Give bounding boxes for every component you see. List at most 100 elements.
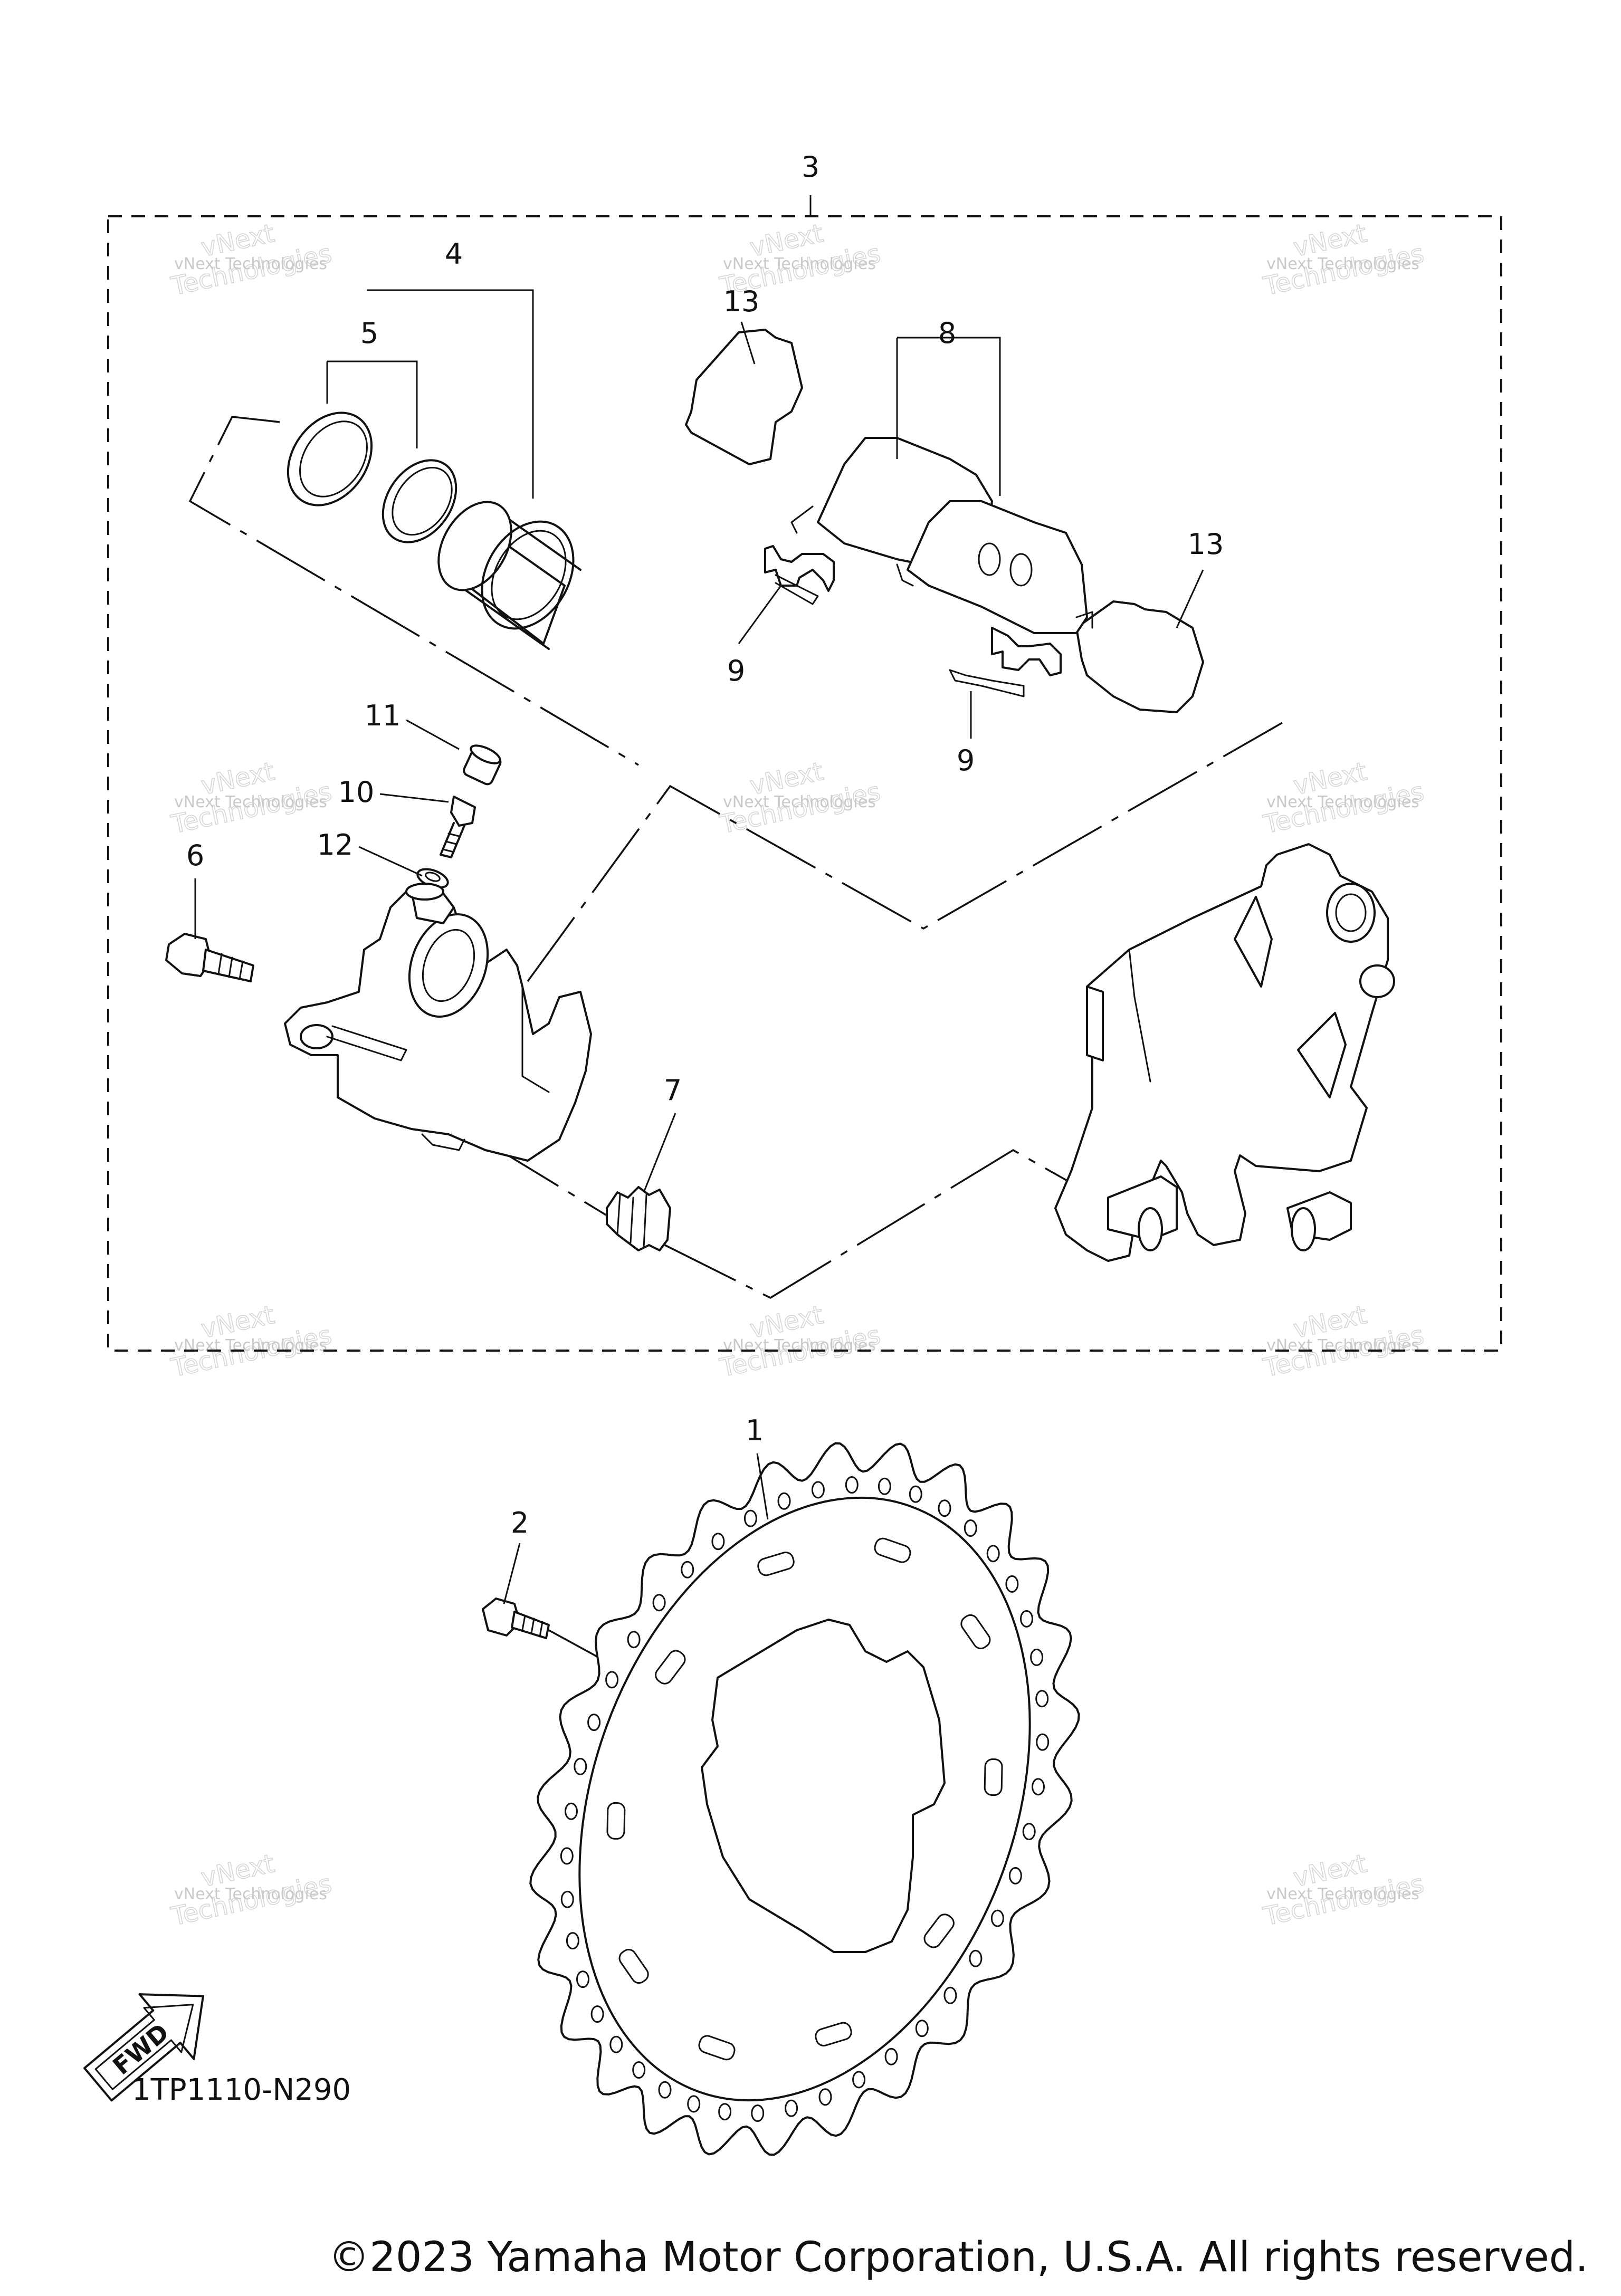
watermark-text: vNext Technologies <box>1266 255 1419 273</box>
bolt-part <box>165 933 254 982</box>
disc-hole <box>1020 1610 1033 1628</box>
disc-hole <box>687 2095 701 2113</box>
disc-hole <box>811 1481 825 1499</box>
disc-hole <box>943 1986 957 2004</box>
callout-4: 4 <box>445 237 463 271</box>
watermark-text: vNext Technologies <box>1266 1885 1419 1903</box>
disc-hole <box>878 1477 891 1495</box>
callout-6: 6 <box>186 839 204 872</box>
callout-1: 1 <box>746 1414 764 1447</box>
disc-hole <box>609 2035 623 2053</box>
disc-hole <box>990 1909 1004 1927</box>
disc-slot <box>984 1758 1003 1796</box>
callout-8: 8 <box>938 317 956 350</box>
disc-hole <box>1032 1778 1045 1796</box>
disc-slot <box>960 1614 991 1650</box>
disc-hole <box>587 1714 601 1731</box>
leader-lines <box>194 289 1204 1604</box>
callout-2: 2 <box>511 1506 529 1539</box>
disc-hole <box>560 1847 574 1865</box>
disc-hole <box>915 2020 929 2037</box>
disc-hole <box>938 1499 951 1517</box>
watermark-text: vNext Technologies <box>174 1885 327 1903</box>
disc-hole <box>566 1932 579 1950</box>
caliper-body <box>284 883 592 1162</box>
watermark-text: vNext Technologies <box>174 1336 327 1355</box>
bleed-screw-part <box>440 796 476 858</box>
disc-hole <box>909 1485 922 1503</box>
disc-hole <box>560 1890 574 1908</box>
disc-hole <box>1005 1575 1019 1593</box>
boot-part <box>606 1186 671 1251</box>
piston-seal-part <box>287 412 457 543</box>
disc-hole <box>1030 1648 1044 1666</box>
callout-7: 7 <box>664 1074 682 1107</box>
disc-hole <box>852 2071 866 2089</box>
callout-5: 5 <box>360 317 378 350</box>
disc-slot <box>874 1537 911 1563</box>
callout-3: 3 <box>802 150 819 184</box>
diagram-code: 1TP1110-N290 <box>132 2073 351 2107</box>
callout-13-top: 13 <box>723 285 760 318</box>
disc-hole <box>605 1671 619 1689</box>
watermark-text: vNext Technologies <box>174 793 327 811</box>
disc-slot <box>757 1552 795 1576</box>
caliper-assembly-frame <box>107 215 1502 1352</box>
disc-hole <box>711 1533 725 1551</box>
disc-hole <box>785 2099 798 2117</box>
bleed-cap-part <box>463 744 502 786</box>
disc-slot <box>815 2022 852 2046</box>
disc-slot <box>923 1914 955 1948</box>
disc-hole <box>718 2103 732 2121</box>
fwd-arrow-icon: FWD <box>83 1993 204 2102</box>
disc-hole <box>574 1757 587 1775</box>
disc-hole <box>565 1802 578 1820</box>
disc-hole <box>751 2104 765 2122</box>
watermark-text: vNext Technologies <box>723 255 876 273</box>
disc-hole <box>1008 1867 1022 1884</box>
caliper-bracket <box>1054 843 1395 1262</box>
disc-hole <box>1022 1823 1036 1841</box>
disc-hole <box>1036 1733 1050 1751</box>
watermark-text: vNext Technologies <box>1266 1336 1419 1355</box>
callout-9-left: 9 <box>727 654 745 687</box>
callout-12: 12 <box>317 828 354 862</box>
disc-hole <box>818 2088 832 2106</box>
callout-9-right: 9 <box>957 744 975 777</box>
piston-part <box>437 501 581 650</box>
disc-hole <box>969 1949 983 1967</box>
disc-hole <box>1035 1690 1049 1708</box>
pad-shim-part <box>685 329 1204 713</box>
watermark-text: vNext Technologies <box>1266 793 1419 811</box>
disc-hole <box>986 1545 1000 1563</box>
disc-slot <box>655 1650 686 1685</box>
copyright-text: ©2023 Yamaha Motor Corporation, U.S.A. A… <box>328 2234 1588 2281</box>
disc-slot <box>698 2035 736 2061</box>
watermark-text: vNext Technologies <box>723 1336 876 1355</box>
brake-pad-part <box>790 437 1093 634</box>
brake-disc-part <box>529 1442 1080 2156</box>
disc-hole <box>627 1631 641 1649</box>
disc-hole <box>845 1476 859 1494</box>
callout-13-right: 13 <box>1188 528 1224 561</box>
pad-spring-part <box>764 545 1062 697</box>
disc-hole <box>884 2048 898 2065</box>
disc-slot <box>606 1802 626 1840</box>
disc-hole <box>743 1509 757 1527</box>
watermark-text: vNext Technologies <box>174 255 327 273</box>
disc-hole <box>576 1970 589 1988</box>
callout-10: 10 <box>338 776 375 809</box>
callout-11: 11 <box>365 699 401 732</box>
disc-hole <box>590 2005 604 2023</box>
disc-slot <box>618 1948 649 1984</box>
disc-hole <box>658 2081 672 2099</box>
disc-hole <box>681 1561 694 1578</box>
disc-hole <box>777 1492 791 1510</box>
disc-hole <box>652 1594 666 1612</box>
disc-hole <box>964 1519 977 1537</box>
watermark-text: vNext Technologies <box>723 793 876 811</box>
callouts: 3 4 5 13 8 13 9 9 11 10 12 6 7 1 2 <box>186 150 1224 1539</box>
disc-bolt-part <box>482 1597 550 1639</box>
disc-hole <box>632 2061 646 2079</box>
